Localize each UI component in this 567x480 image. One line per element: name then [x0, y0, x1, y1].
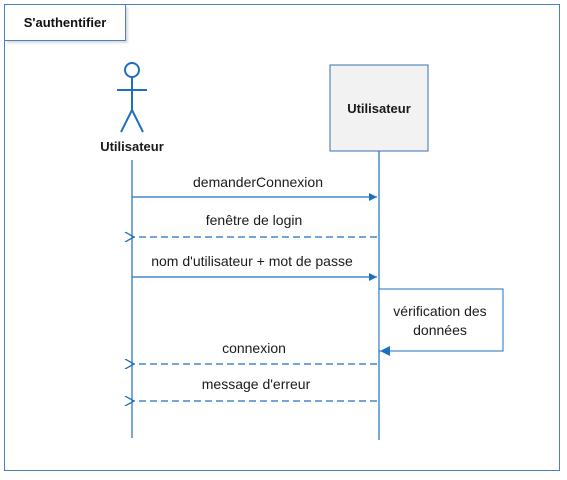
- actor-name: Utilisateur: [100, 139, 164, 154]
- object-name: Utilisateur: [347, 101, 411, 116]
- self-message-box: [378, 288, 504, 352]
- message-label-1: demanderConnexion: [193, 174, 323, 190]
- message-label-4: connexion: [222, 340, 286, 356]
- self-message-line2: données: [413, 322, 467, 338]
- message-label-2: fenêtre de login: [206, 212, 303, 228]
- frame-title-tab: S'authentifier: [5, 5, 126, 41]
- frame-title: S'authentifier: [23, 15, 107, 30]
- diagram-frame: [4, 4, 560, 471]
- message-label-5: message d'erreur: [202, 376, 311, 392]
- self-message-line1: vérification des: [393, 303, 486, 319]
- self-message-arrowhead: [380, 346, 390, 356]
- actor-icon: [117, 62, 147, 133]
- object-box: [329, 64, 429, 152]
- message-label-3: nom d'utilisateur + mot de passe: [151, 253, 353, 269]
